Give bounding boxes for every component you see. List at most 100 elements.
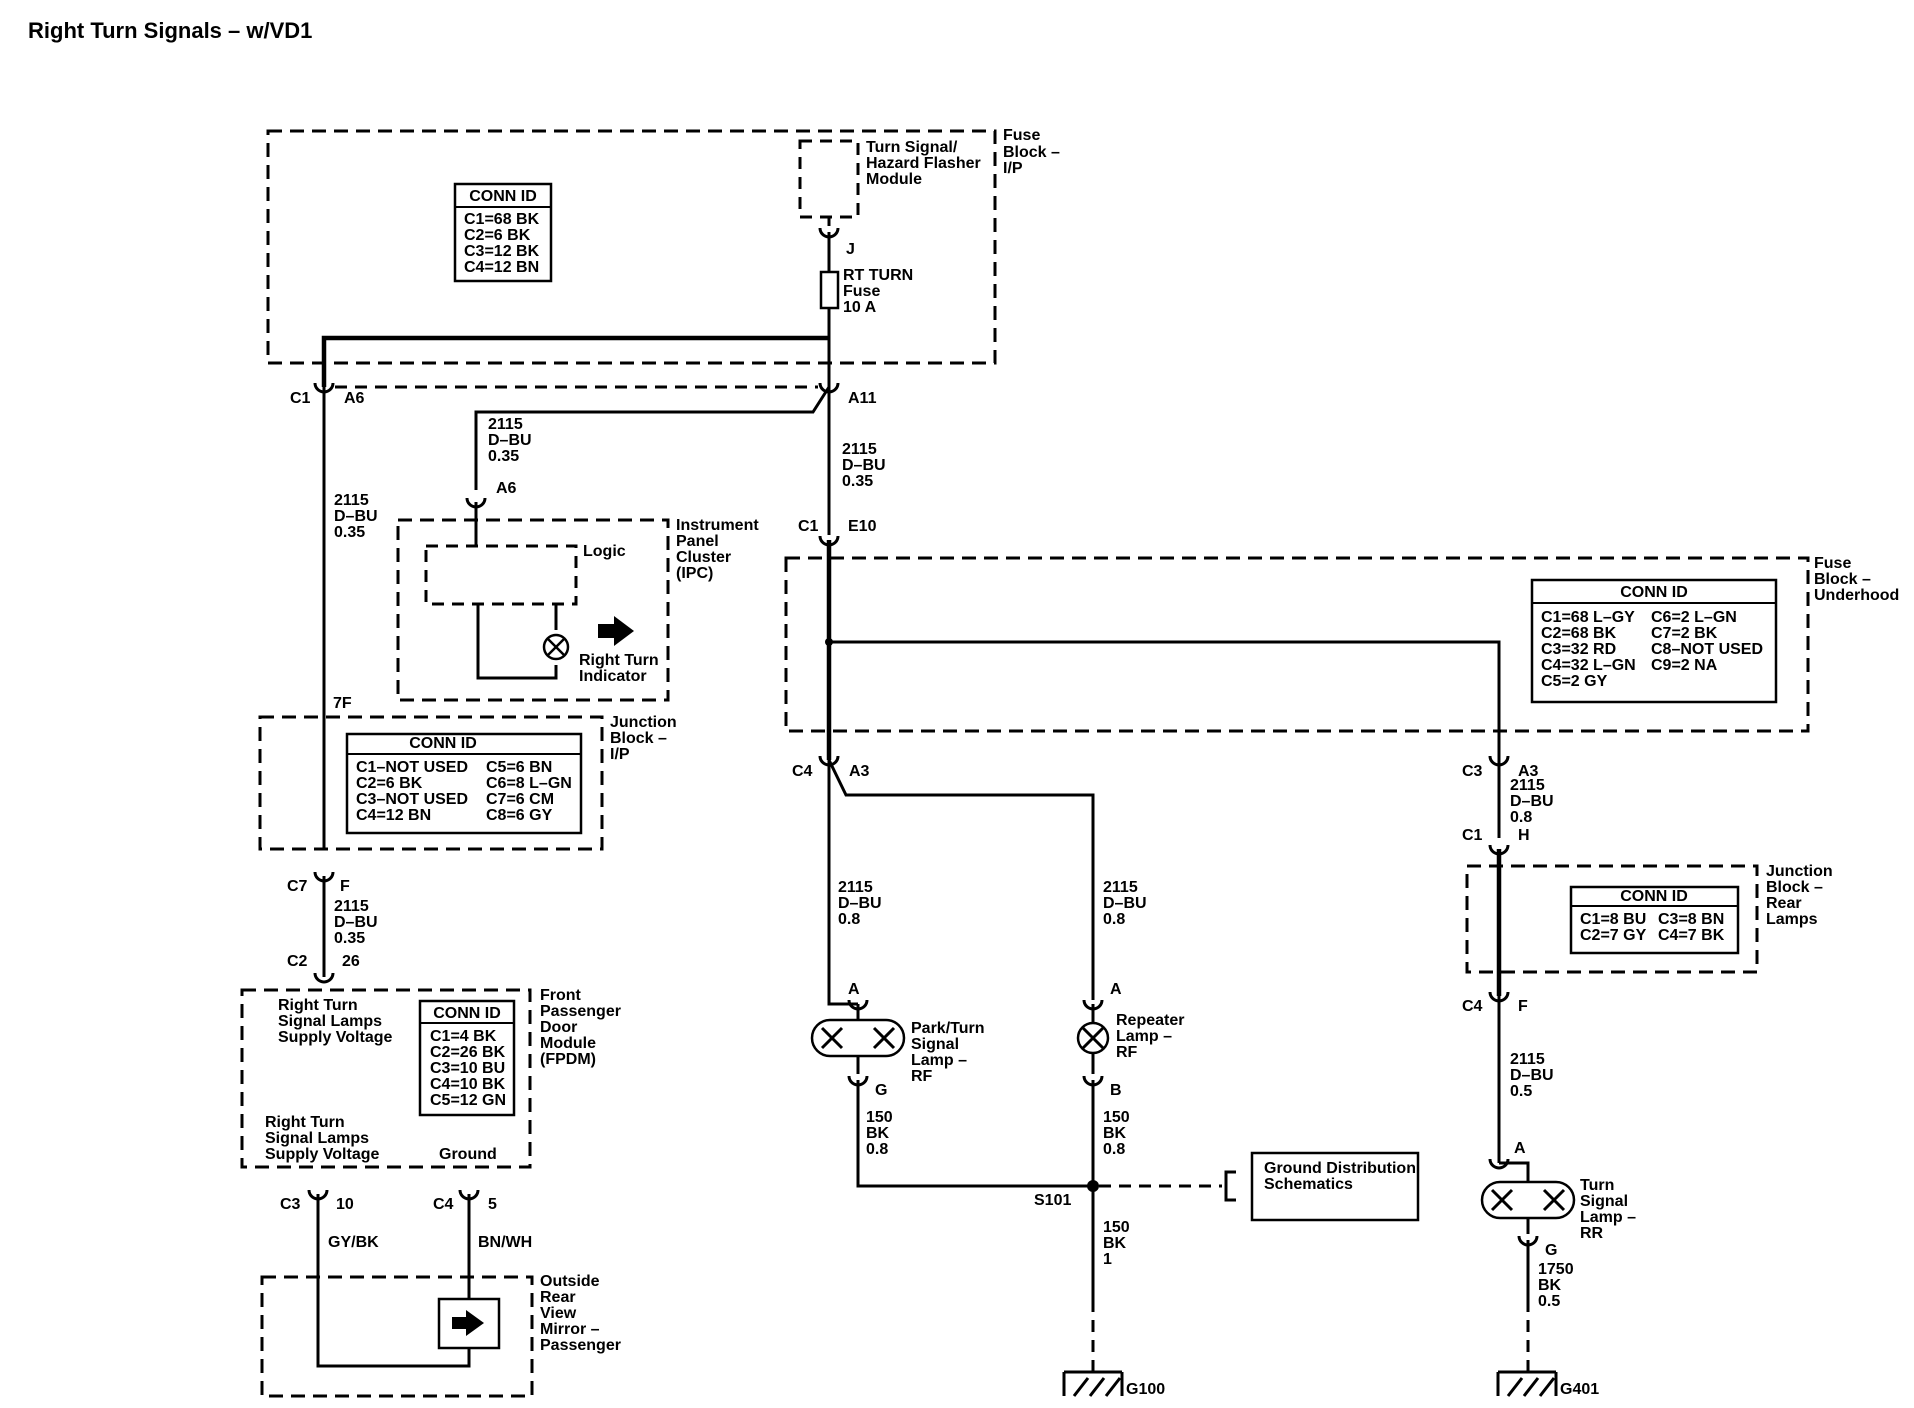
wire-rear-top-label: 2115 D–BU 0.8 [1510, 777, 1558, 826]
c4-a3-c-label: C4 [792, 763, 813, 780]
flasher-module-box [798, 139, 860, 219]
right-arrow-icon [598, 616, 634, 646]
splice-s101-label: S101 [1034, 1192, 1071, 1209]
c4-f-c-label: C4 [1462, 998, 1483, 1015]
repeater-lamp-icon [1076, 1021, 1110, 1055]
junction-block-ip-label: Junction Block – I/P [610, 714, 681, 763]
mirror-outline [260, 1275, 534, 1398]
ground-distribution-label: Ground Distribution Schematics [1264, 1160, 1420, 1193]
repeater-pin-b-label: B [1110, 1082, 1122, 1099]
ipc-label: Instrument Panel Cluster (IPC) [676, 517, 763, 582]
wire-fpdm-label: 2115 D–BU 0.35 [334, 898, 382, 947]
rear-turn-lamp-icon [1480, 1180, 1576, 1220]
c1-h-pin-label: H [1518, 827, 1530, 844]
wire-left-label: 2115 D–BU 0.35 [334, 492, 382, 541]
ground-g100-icon [1062, 1370, 1124, 1397]
mirror-arrow-icon [452, 1310, 484, 1336]
ipc-a6-label: A6 [496, 480, 517, 497]
wire-gnd-main-label: 150 BK 1 [1103, 1219, 1134, 1268]
c1-e10-c-label: C1 [798, 518, 819, 535]
logic-label: Logic [583, 543, 626, 560]
ipc-logic-box [424, 544, 578, 606]
wire-gybk-label: GY/BK [328, 1234, 379, 1251]
fpdm-supply-bottom-label: Right Turn Signal Lamps Supply Voltage [265, 1114, 379, 1163]
c4-a3-pin-label: A3 [849, 763, 870, 780]
right-turn-indicator-label: Right Turn Indicator [579, 652, 663, 685]
flasher-module-label: Turn Signal/ Hazard Flasher Module [866, 139, 985, 188]
c4-5-c-label: C4 [433, 1196, 454, 1213]
c1-h-c-label: C1 [1462, 827, 1483, 844]
rear-turn-lamp-label: Turn Signal Lamp – RR [1580, 1177, 1640, 1242]
c3-a3-pin-label: A3 [1518, 763, 1539, 780]
wire-repeater [827, 759, 1095, 1000]
svg-text:CONN ID: CONN ID [433, 1005, 501, 1022]
ground-g100-label: G100 [1126, 1381, 1165, 1398]
uh-bus-wire [829, 640, 1501, 760]
wire-gnd-rear-label: 1750 BK 0.5 [1538, 1261, 1578, 1310]
rear-pin-a-label: A [1514, 1140, 1526, 1157]
page-title: Right Turn Signals – w/VD1 [28, 18, 312, 43]
svg-text:CONN ID: CONN ID [1620, 584, 1688, 601]
ipc-outline [396, 518, 670, 702]
wire-gnd-park-label: 150 BK 0.8 [866, 1109, 897, 1158]
pin-j-label: J [846, 241, 855, 258]
wire-gnd-rep-label: 150 BK 0.8 [1103, 1109, 1134, 1158]
junction-block-rear-label: Junction Block – Rear Lamps [1766, 863, 1837, 928]
splice-s101-dot [1087, 1180, 1099, 1192]
wire-ipc-label: 2115 D–BU 0.35 [488, 416, 536, 465]
park-pin-g-label: G [875, 1082, 887, 1099]
fpdm-label: Front Passenger Door Module (FPDM) [540, 987, 625, 1068]
repeater-lamp-label: Repeater Lamp – RF [1116, 1012, 1189, 1061]
mirror-label: Outside Rear View Mirror – Passenger [540, 1273, 621, 1354]
c2-label: C2 [287, 953, 308, 970]
wire-rear-bottom-label: 2115 D–BU 0.5 [1510, 1051, 1558, 1100]
a11-label: A11 [848, 390, 877, 407]
svg-text:CONN ID: CONN ID [1620, 888, 1688, 905]
rt-turn-fuse-label: RT TURN Fuse 10 A [843, 267, 918, 316]
c4-f-pin-label: F [1518, 998, 1528, 1015]
c1-label: C1 [290, 390, 311, 407]
pin-26-label: 26 [342, 953, 360, 970]
c3-10-pin-label: 10 [336, 1196, 354, 1213]
c3-10-c-label: C3 [280, 1196, 301, 1213]
svg-text:CONN ID: CONN ID [409, 735, 477, 752]
wire-repeater-label: 2115 D–BU 0.8 [1103, 879, 1151, 928]
junction-block-rear-outline [1465, 864, 1759, 974]
fuse-block-ip-label: Fuse Block – I/P [1003, 127, 1064, 177]
jb-7f-label: 7F [333, 695, 352, 712]
rt-turn-fuse-icon [819, 270, 840, 310]
fuse-block-uh-label: Fuse Block – Underhood [1814, 555, 1899, 604]
ground-distribution-box[interactable] [1250, 1151, 1420, 1222]
wire-gybk [316, 1194, 471, 1368]
fuse-block-uh-outline [784, 556, 1810, 733]
park-turn-lamp-label: Park/Turn Signal Lamp – RF [911, 1020, 989, 1085]
c7-label: C7 [287, 878, 308, 895]
repeater-pin-a-label: A [1110, 981, 1122, 998]
c4-5-pin-label: 5 [488, 1196, 497, 1213]
park-pin-a-label: A [848, 981, 860, 998]
fpdm-outline [240, 988, 532, 1169]
svg-text:CONN ID: CONN ID [469, 188, 537, 205]
a6-label: A6 [344, 390, 365, 407]
wire-gnd-park [856, 1080, 1093, 1188]
ground-g401-label: G401 [1560, 1381, 1599, 1398]
ground-g401-icon [1496, 1370, 1558, 1397]
wire-center-label: 2115 D–BU 0.35 [842, 441, 890, 490]
wire-to-ipc [474, 386, 831, 490]
park-turn-lamp-icon [810, 1018, 906, 1058]
rear-pin-g-label: G [1545, 1242, 1557, 1259]
right-turn-indicator-lamp-icon [542, 633, 570, 661]
e10-label: E10 [848, 518, 877, 535]
